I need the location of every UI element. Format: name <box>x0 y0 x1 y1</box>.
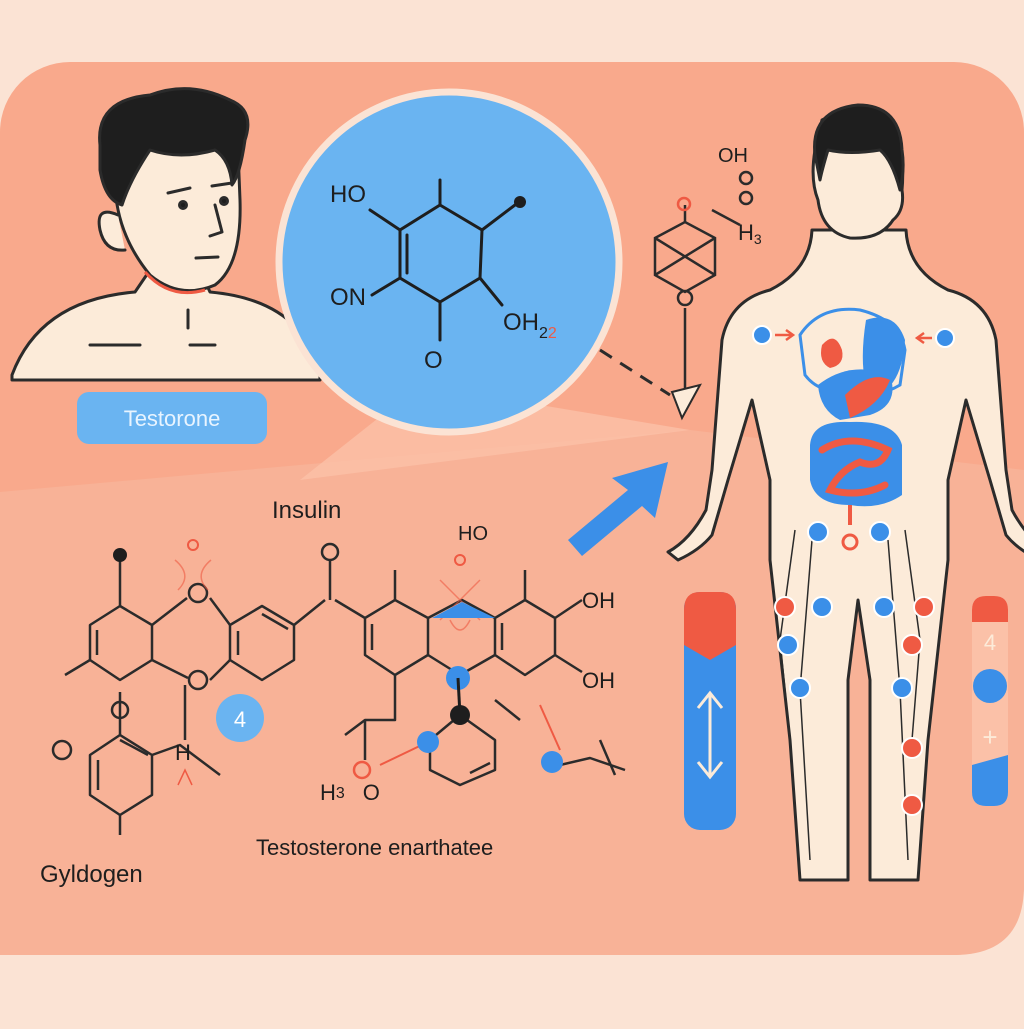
chain-red-o-left <box>187 539 199 551</box>
molecule-circle-dot <box>514 196 526 208</box>
neck-shadow <box>143 271 206 295</box>
level-tube <box>684 592 736 830</box>
chain-ring-o-1 <box>187 582 209 604</box>
molecule-o-label: O <box>424 347 443 374</box>
blue-arrow <box>568 462 668 556</box>
molecule-circle-structure <box>368 178 517 342</box>
testorone-badge-label: Testorone <box>124 406 221 431</box>
chain-oh-upper-label: OH <box>582 588 615 613</box>
organs <box>798 307 907 551</box>
chain-ring-o-4 <box>51 739 73 761</box>
testosterone-enanthate-label: Testosterone enarthatee <box>256 835 493 860</box>
molecule-oh-sub: 2 <box>539 325 548 342</box>
small-molecule-red-o <box>676 196 692 212</box>
lower-panel <box>0 430 1024 955</box>
chain-ring-o-2 <box>187 669 209 691</box>
man-portrait <box>10 87 322 382</box>
chain-red-o-mid <box>454 554 466 566</box>
small-molecule-h-sub: 3 <box>754 231 762 247</box>
chain-h3o-sub: 3 <box>336 785 345 802</box>
testorone-badge <box>77 392 267 444</box>
chain-red-o-bottom <box>352 760 372 780</box>
small-molecule-h-text: H <box>738 220 754 245</box>
chain-ho-label: HO <box>458 523 488 545</box>
chain-oh-lower-label: OH <box>582 668 615 693</box>
chain-h-label: H <box>175 740 191 765</box>
chain-blue-wedge <box>432 602 495 618</box>
molecule-on-label: ON <box>330 284 366 311</box>
small-molecule-o-upper <box>738 170 754 186</box>
molecule-ho-label: HO <box>330 181 366 208</box>
gyldogen-label: Gyldogen <box>40 861 143 888</box>
human-body <box>666 103 1024 882</box>
dashed-arrow <box>599 348 671 397</box>
small-molecule-oh: OH <box>718 145 748 167</box>
chain-blue-node-2 <box>417 731 439 753</box>
molecule-oh-text: OH <box>503 309 539 336</box>
right-bar-number: 4 <box>984 630 996 655</box>
down-arrow-head <box>670 383 702 421</box>
blood-cells <box>752 325 955 816</box>
right-indicator-bar <box>972 596 1008 806</box>
chain-red-mark-h <box>177 768 193 786</box>
chain-blue-node-3 <box>541 751 563 773</box>
right-bar-plus: + <box>982 722 997 752</box>
molecule-oh-label: OH22 <box>503 309 557 342</box>
chain-black-dot <box>113 548 127 562</box>
molecule-oh-sub-red: 2 <box>548 325 557 342</box>
side-arrows <box>775 328 932 345</box>
chain-ketone-o <box>320 542 340 562</box>
small-molecule-h: H3 <box>738 220 762 247</box>
chain-h3o-label: H3 O <box>320 780 380 805</box>
chain-red-bond-2 <box>539 704 561 751</box>
molecule-chain <box>64 560 626 835</box>
chain-h3o-h: H <box>320 780 336 805</box>
molecule-circle <box>275 88 623 436</box>
small-molecule-o-lower <box>738 190 754 206</box>
insulin-label: Insulin <box>272 497 341 524</box>
chain-ring-o-3 <box>110 700 130 720</box>
small-molecule <box>653 205 741 400</box>
chain-h3o-o: O <box>363 780 380 805</box>
chain-black-node <box>450 705 470 725</box>
number-badge <box>216 694 264 742</box>
chain-red-bond-left <box>174 559 212 591</box>
small-molecule-o <box>676 289 694 307</box>
number-badge-label: 4 <box>234 707 246 732</box>
